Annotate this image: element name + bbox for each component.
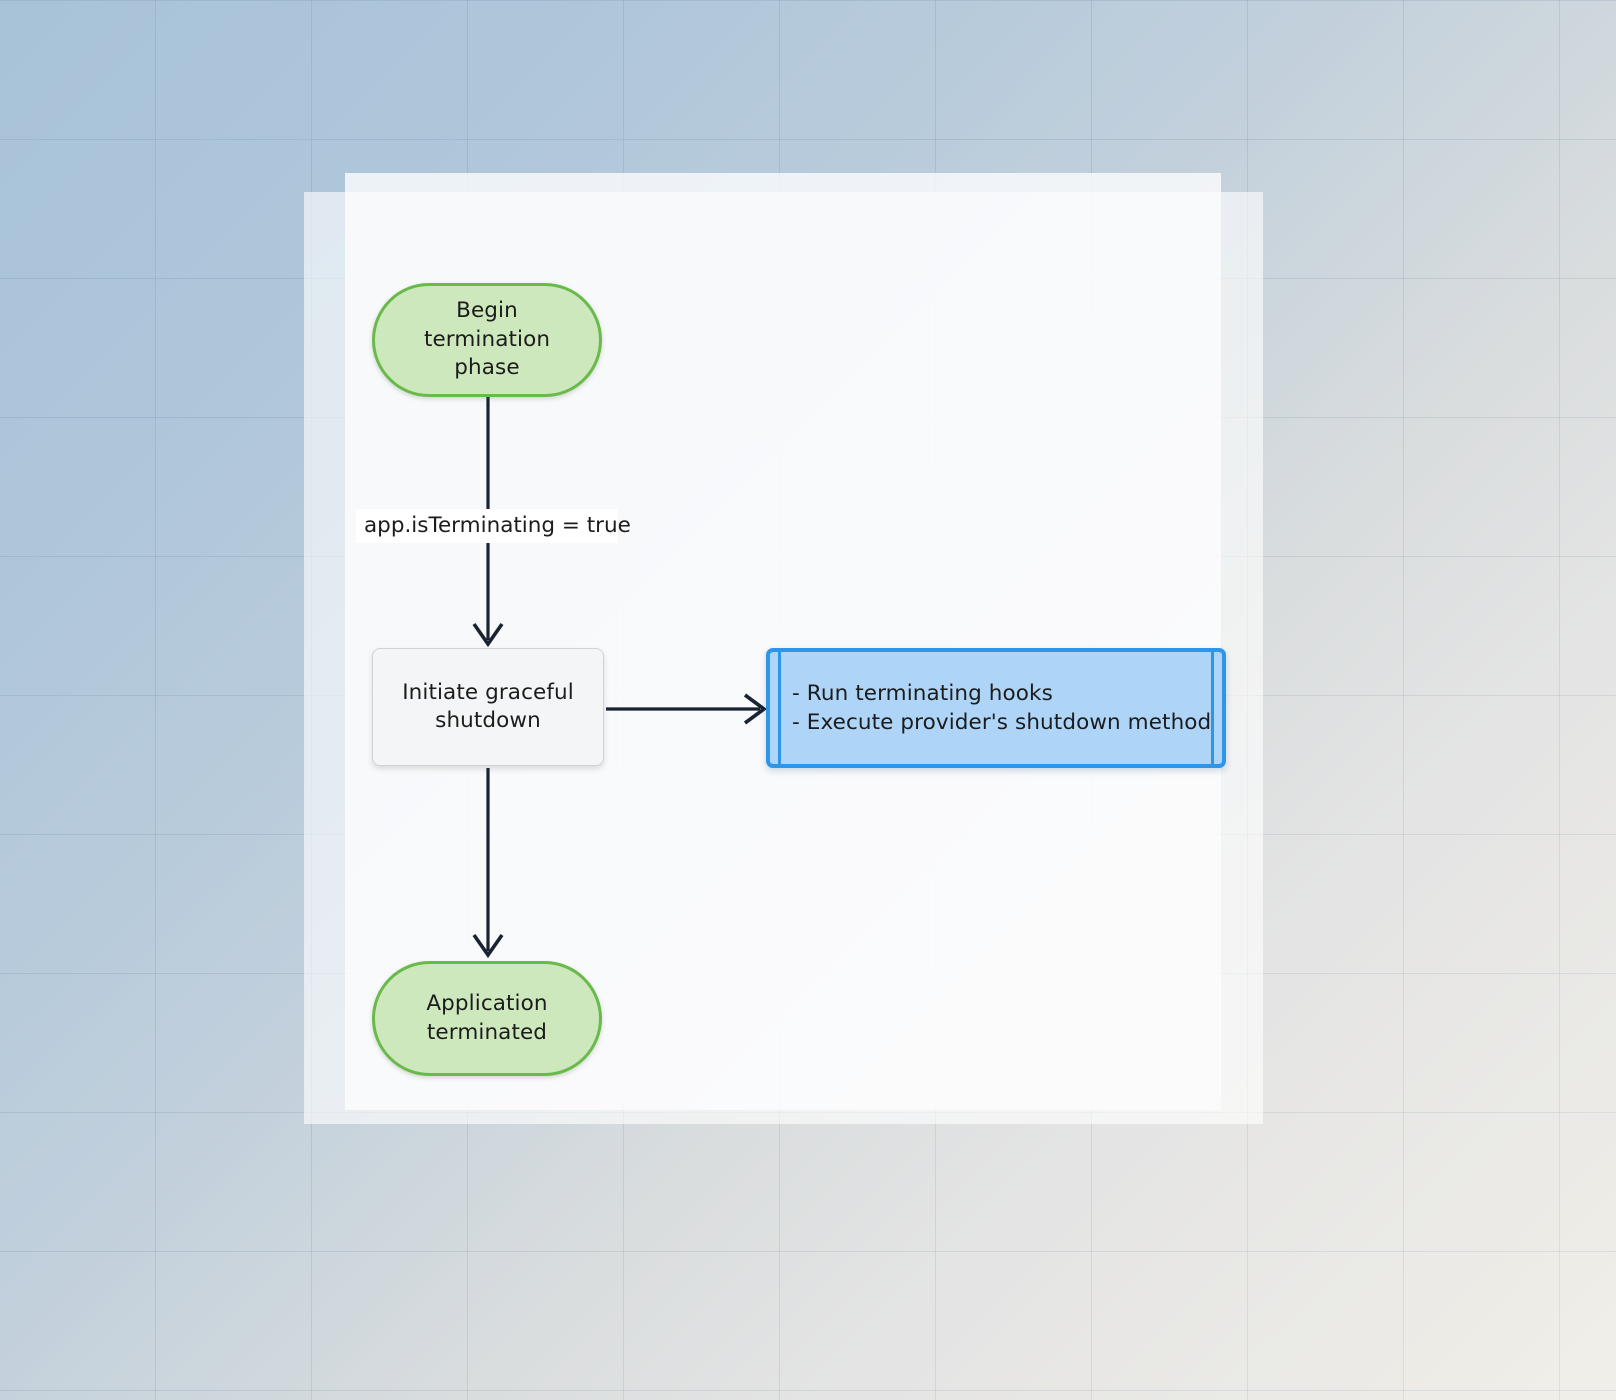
- edge-initiate-to-terminated: [472, 768, 504, 959]
- node-application-terminated[interactable]: Application terminated: [372, 961, 602, 1076]
- subroutine-right-bar: [1211, 651, 1214, 765]
- subroutine-left-bar: [778, 651, 781, 765]
- node-initiate-graceful-shutdown[interactable]: Initiate graceful shutdown: [372, 648, 604, 766]
- edge-label-app-is-terminating: app.isTerminating = true: [356, 509, 631, 543]
- edge-initiate-to-hooks: [606, 693, 768, 725]
- subroutine-label: - Run terminating hooks - Execute provid…: [792, 681, 1212, 735]
- node-run-terminating-hooks[interactable]: - Run terminating hooks - Execute provid…: [766, 648, 1226, 768]
- node-begin-termination-phase[interactable]: Begin termination phase: [372, 283, 602, 397]
